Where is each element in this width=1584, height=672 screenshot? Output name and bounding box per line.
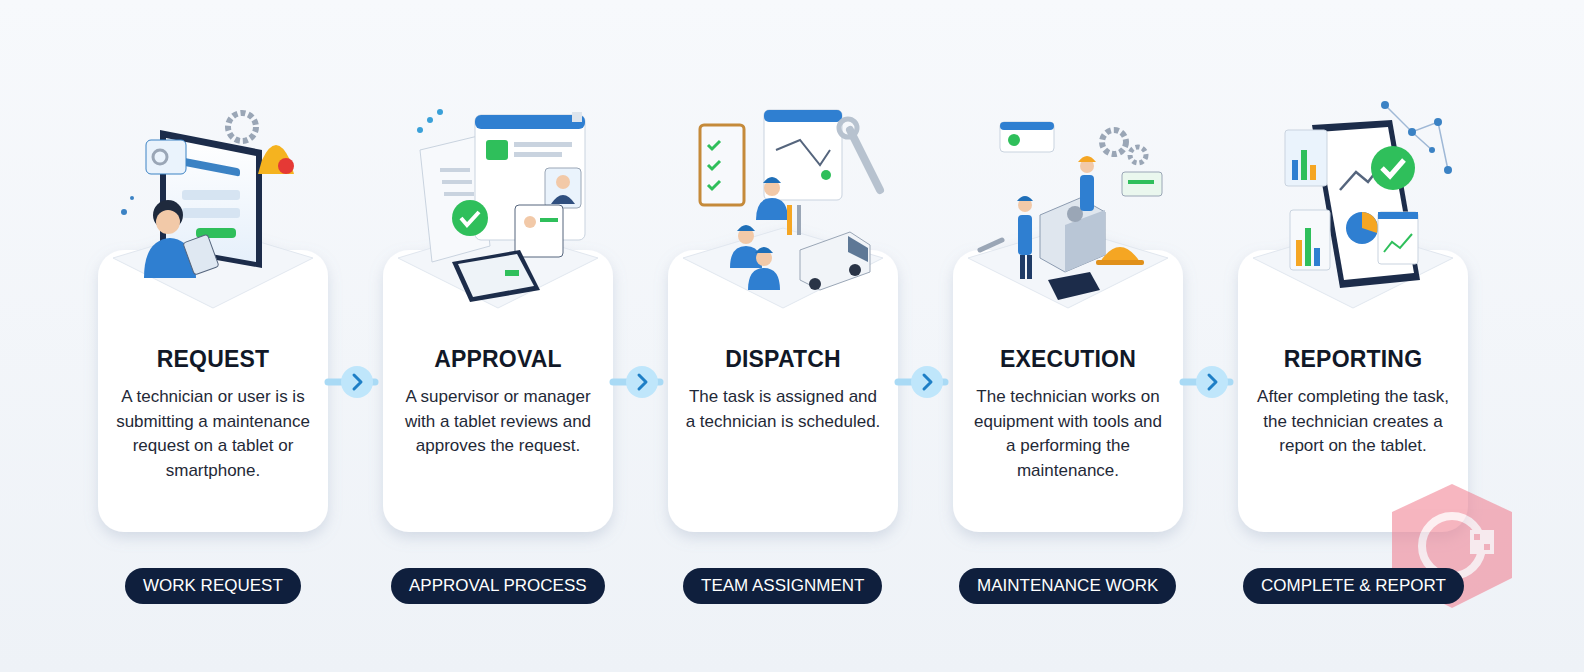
request-illustration: [121, 113, 294, 278]
stage-label: APPROVAL PROCESS: [409, 576, 587, 595]
stage-label: TEAM ASSIGNMENT: [701, 576, 864, 595]
card-grounds: [98, 228, 1468, 532]
flow-arrow: [613, 366, 660, 398]
step-description: A technician or user is is submitting a …: [112, 385, 314, 484]
step-description: After completing the task, the technicia…: [1252, 385, 1454, 459]
stage-pill: COMPLETE & REPORT: [1243, 568, 1464, 604]
execution-illustration: [980, 122, 1162, 300]
card-ground: [383, 250, 613, 532]
flow-arrow: [328, 366, 375, 398]
step-card: DISPATCH The task is assigned and a techn…: [668, 250, 898, 532]
step-description: The task is assigned and a technician is…: [682, 385, 884, 434]
flow-arrow: [1183, 366, 1230, 398]
step-card: REQUEST A technician or user is is submit…: [98, 250, 328, 532]
stage-pill: WORK REQUEST: [125, 568, 301, 604]
card-platform: [683, 228, 883, 308]
stage-label: COMPLETE & REPORT: [1261, 576, 1446, 595]
step-description: A supervisor or manager with a tablet re…: [397, 385, 599, 459]
step-card: EXECUTION The technician works on equipme…: [953, 250, 1183, 532]
step-heading: REPORTING: [1252, 346, 1454, 373]
step-heading: REQUEST: [112, 346, 314, 373]
stage-pill: TEAM ASSIGNMENT: [683, 568, 882, 604]
dispatch-illustration: [700, 90, 880, 290]
stage-label: MAINTENANCE WORK: [977, 576, 1158, 595]
step-heading: APPROVAL: [397, 346, 599, 373]
card-ground: [953, 250, 1183, 532]
step-heading: DISPATCH: [682, 346, 884, 373]
reporting-illustration: [1285, 101, 1452, 288]
step-description: The technician works on equipment with t…: [967, 385, 1169, 484]
step-card: APPROVAL A supervisor or manager with a t…: [383, 250, 613, 532]
stage-pill: APPROVAL PROCESS: [391, 568, 605, 604]
stage-pill: MAINTENANCE WORK: [959, 568, 1176, 604]
approval-illustration: [417, 109, 585, 302]
step-heading: EXECUTION: [967, 346, 1169, 373]
flow-arrow: [898, 366, 945, 398]
step-card: REPORTING After completing the task, the …: [1238, 250, 1468, 532]
stage-label: WORK REQUEST: [143, 576, 283, 595]
